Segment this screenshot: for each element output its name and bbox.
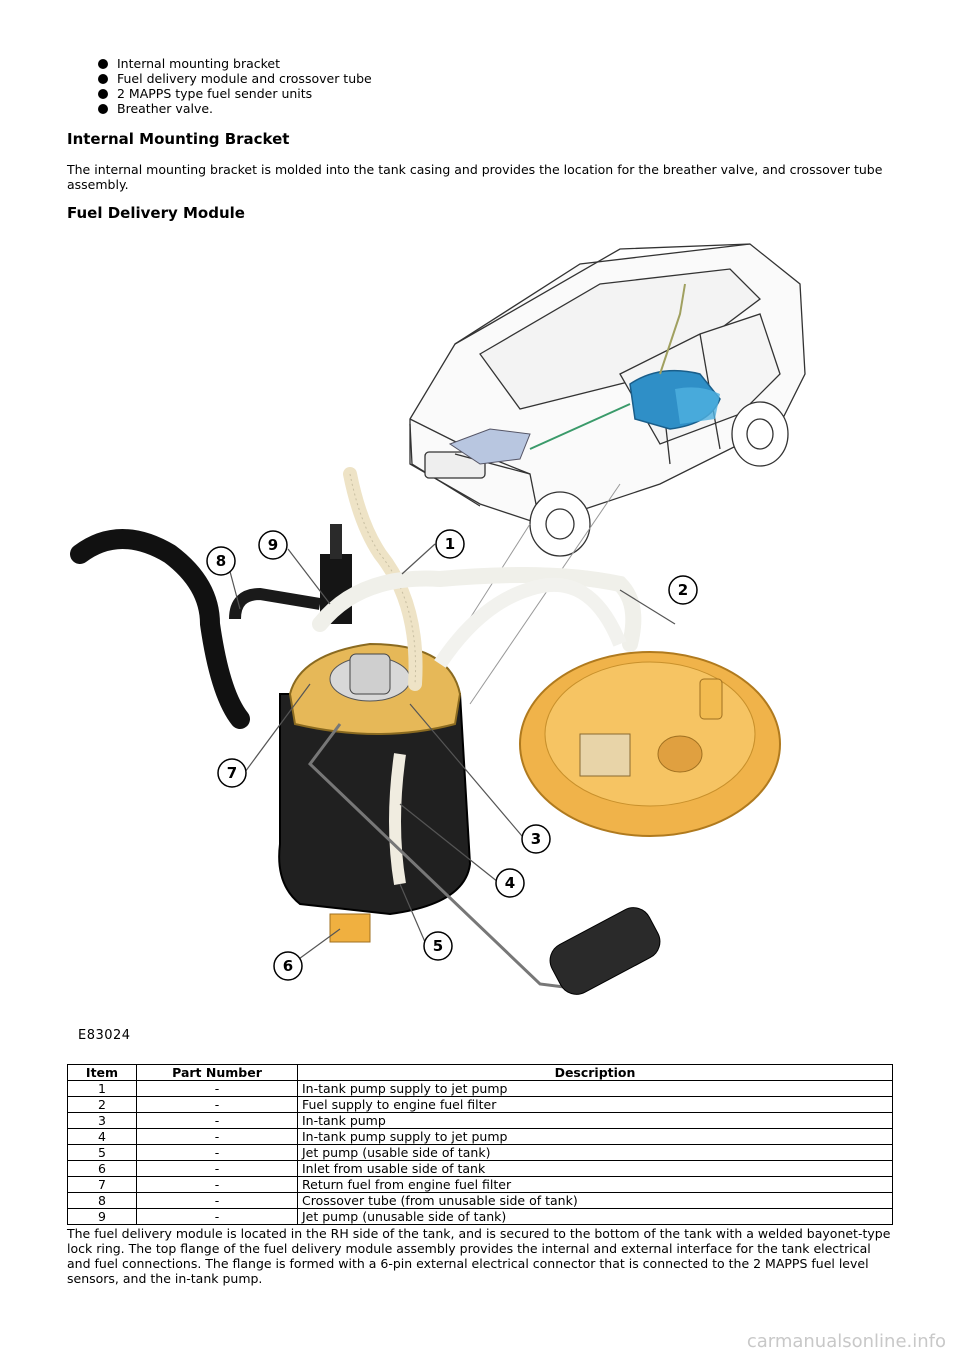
callout-2: 2 (668, 575, 698, 605)
callout-4: 4 (495, 868, 525, 898)
cell-description: Jet pump (usable side of tank) (297, 1144, 893, 1161)
cell-part-number: - (136, 1208, 298, 1225)
cell-part-number: - (136, 1096, 298, 1113)
cell-description: Return fuel from engine fuel filter (297, 1176, 893, 1193)
cell-item: 8 (67, 1192, 137, 1209)
callout-6: 6 (273, 951, 303, 981)
mounting-bracket-text: The internal mounting bracket is molded … (67, 162, 883, 192)
column-header-description: Description (297, 1064, 893, 1081)
table-row: 8 - Crossover tube (from unusable side o… (67, 1192, 893, 1209)
table-row: 9 - Jet pump (unusable side of tank) (67, 1208, 893, 1225)
table-row: 7 - Return fuel from engine fuel filter (67, 1176, 893, 1193)
cell-item: 1 (67, 1080, 137, 1097)
cell-description: In-tank pump (297, 1112, 893, 1129)
cell-part-number: - (136, 1176, 298, 1193)
cell-item: 2 (67, 1096, 137, 1113)
vehicle-outline (409, 243, 806, 557)
list-item: Fuel delivery module and crossover tube (98, 71, 372, 86)
callout-label: 5 (433, 937, 443, 955)
callout-5: 5 (423, 931, 453, 961)
cell-description: In-tank pump supply to jet pump (297, 1080, 893, 1097)
callout-3: 3 (521, 824, 551, 854)
table-header-row: Item Part Number Description (67, 1064, 893, 1081)
fuel-delivery-module-illustration: 1 2 3 4 5 6 7 (70, 243, 806, 995)
cell-part-number: - (136, 1192, 298, 1209)
callout-1: 1 (435, 529, 465, 559)
callout-label: 6 (283, 957, 293, 975)
cell-part-number: - (136, 1112, 298, 1129)
table-row: 6 - Inlet from usable side of tank (67, 1160, 893, 1177)
cell-part-number: - (136, 1128, 298, 1145)
cell-part-number: - (136, 1080, 298, 1097)
cell-item: 7 (67, 1176, 137, 1193)
cell-item: 3 (67, 1112, 137, 1129)
callout-label: 9 (268, 536, 278, 554)
cell-part-number: - (136, 1160, 298, 1177)
cell-description: In-tank pump supply to jet pump (297, 1128, 893, 1145)
site-watermark: carmanualsonline.info (746, 1331, 946, 1352)
figure-id: E83024 (78, 1028, 131, 1043)
callout-label: 2 (678, 581, 688, 599)
list-item: 2 MAPPS type fuel sender units (98, 86, 372, 101)
table-row: 1 - In-tank pump supply to jet pump (67, 1080, 893, 1097)
parts-table: Item Part Number Description 1 - In-tank… (67, 1064, 893, 1225)
fuel-tank-highlight (448, 283, 721, 465)
cell-item: 9 (67, 1208, 137, 1225)
callout-8: 8 (206, 546, 236, 576)
callout-label: 3 (531, 830, 541, 848)
section-heading-fuel-delivery-module: Fuel Delivery Module (67, 204, 245, 222)
cell-description: Crossover tube (from unusable side of ta… (297, 1192, 893, 1209)
callout-label: 8 (216, 552, 226, 570)
cell-description: Inlet from usable side of tank (297, 1160, 893, 1177)
cell-description: Jet pump (unusable side of tank) (297, 1208, 893, 1225)
cell-part-number: - (136, 1144, 298, 1161)
fuel-delivery-module-text: The fuel delivery module is located in t… (67, 1226, 891, 1286)
cell-item: 5 (67, 1144, 137, 1161)
callout-label: 1 (445, 535, 455, 553)
cell-item: 4 (67, 1128, 137, 1145)
section-heading-mounting-bracket: Internal Mounting Bracket (67, 130, 290, 148)
table-row: 4 - In-tank pump supply to jet pump (67, 1128, 893, 1145)
callout-label: 7 (227, 764, 237, 782)
table-row: 2 - Fuel supply to engine fuel filter (67, 1096, 893, 1113)
cell-description: Fuel supply to engine fuel filter (297, 1096, 893, 1113)
callout-9: 9 (258, 530, 288, 560)
column-header-item: Item (67, 1064, 137, 1081)
list-item: Breather valve. (98, 101, 372, 116)
column-header-part-number: Part Number (136, 1064, 298, 1081)
cell-item: 6 (67, 1160, 137, 1177)
table-row: 5 - Jet pump (usable side of tank) (67, 1144, 893, 1161)
callout-7: 7 (217, 758, 247, 788)
table-row: 3 - In-tank pump (67, 1112, 893, 1129)
component-list: Internal mounting bracket Fuel delivery … (98, 56, 372, 116)
list-item: Internal mounting bracket (98, 56, 372, 71)
callout-label: 4 (505, 874, 515, 892)
